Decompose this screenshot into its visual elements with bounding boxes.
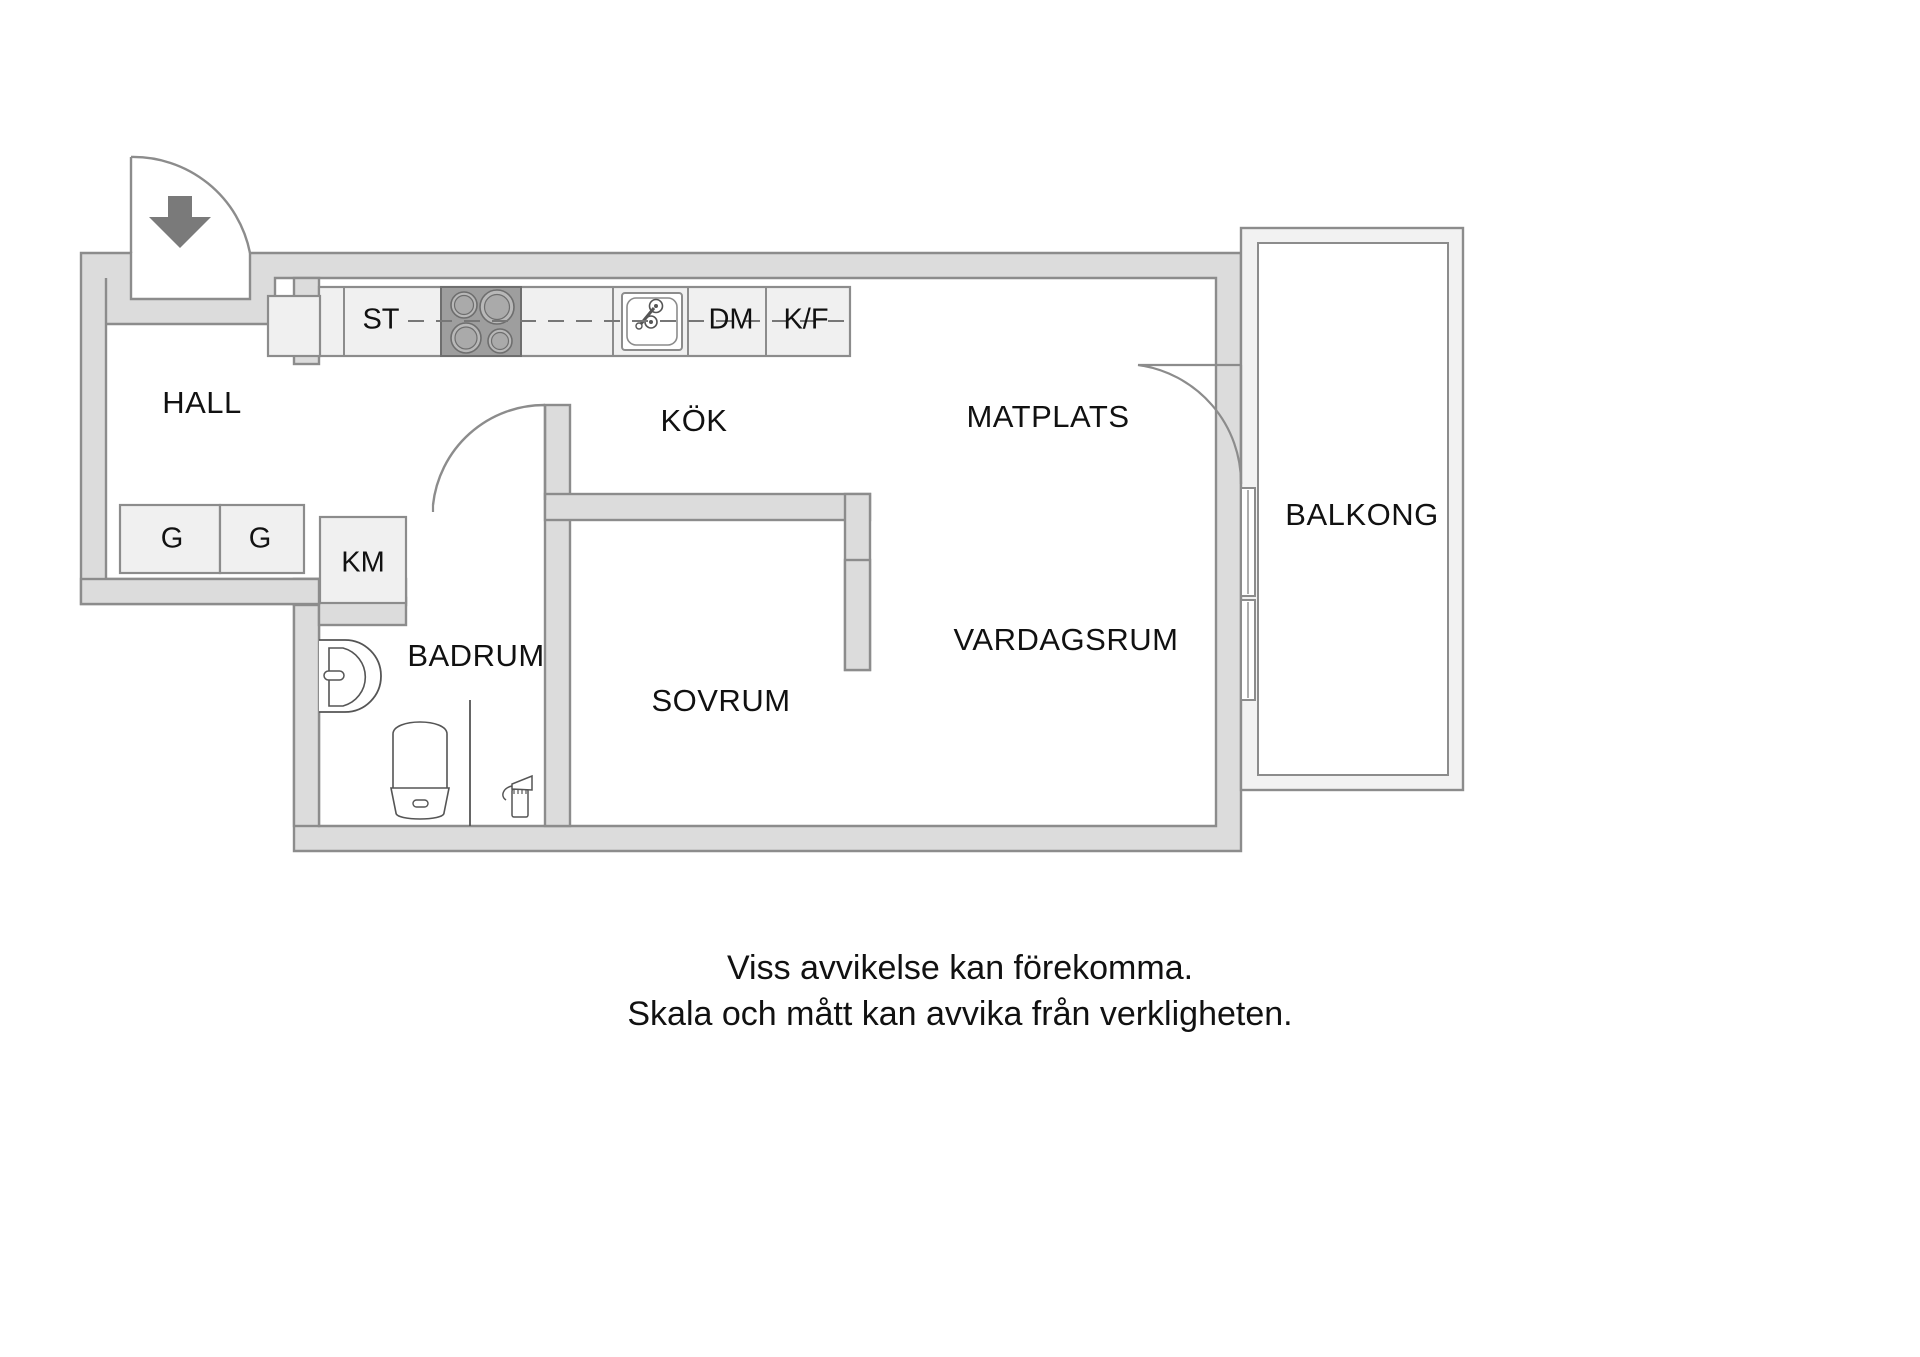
wardrobe-g-1-box <box>118 503 222 575</box>
room-label-matplats: MATPLATS <box>966 399 1130 434</box>
bathroom-left-wall <box>292 577 321 828</box>
shower-icon <box>502 774 533 818</box>
bedroom-right-lower-wall <box>843 558 872 672</box>
room-label-badrum: BADRUM <box>407 638 545 673</box>
room-label-hall: HALL <box>162 385 242 420</box>
unit-label-wardrobe-g-2: G <box>248 522 272 555</box>
balcony-inner <box>1257 242 1449 776</box>
hall-alcove-bottom-wall <box>79 577 321 606</box>
disclaimer: Viss avvikelse kan förekomma. Skala och … <box>627 945 1292 1037</box>
bathroom-fixtures-group <box>319 639 533 826</box>
disclaimer-line-2: Skala och mått kan avvika från verklighe… <box>627 995 1293 1034</box>
room-label-vardagsrum: VARDAGSRUM <box>953 622 1179 657</box>
sink-icon <box>621 292 683 351</box>
disclaimer-line-1: Viss avvikelse kan förekomma. <box>726 949 1194 987</box>
room-label-sovrum: SOVRUM <box>651 683 791 718</box>
washbasin-icon <box>319 639 382 713</box>
toilet-icon <box>390 721 450 820</box>
unit-label-dishwasher-dm: DM <box>708 303 754 336</box>
entry-arrow-icon <box>149 196 211 248</box>
wardrobe-g-2-box <box>218 503 306 575</box>
bathroom-door-swing-icon <box>431 403 547 506</box>
room-label-balkong: BALKONG <box>1285 497 1439 532</box>
bathroom-door-group <box>431 403 547 512</box>
kitchen-counter-group <box>266 285 852 358</box>
bedroom-top-wall <box>543 492 872 522</box>
unit-label-fridge-freezer-kf: K/F <box>783 303 829 336</box>
bathroom-right-wall <box>543 403 572 828</box>
unit-label-storage-st: ST <box>362 303 400 336</box>
hall-cabinet <box>266 294 322 358</box>
room-label-kok: KÖK <box>660 403 728 438</box>
balcony-openings-group <box>1137 363 1256 701</box>
balcony-group <box>1239 226 1465 792</box>
storage-units-group <box>118 503 408 605</box>
balcony-door-swing-icon <box>1137 363 1243 485</box>
entry-door-group <box>129 155 252 254</box>
unit-label-wardrobe-g-1: G <box>160 522 184 555</box>
entry-door-swing-icon <box>129 155 252 254</box>
cooktop-burners <box>450 289 515 354</box>
unit-label-washing-machine-km: KM <box>341 546 385 579</box>
washing-machine-km-box <box>318 515 408 605</box>
